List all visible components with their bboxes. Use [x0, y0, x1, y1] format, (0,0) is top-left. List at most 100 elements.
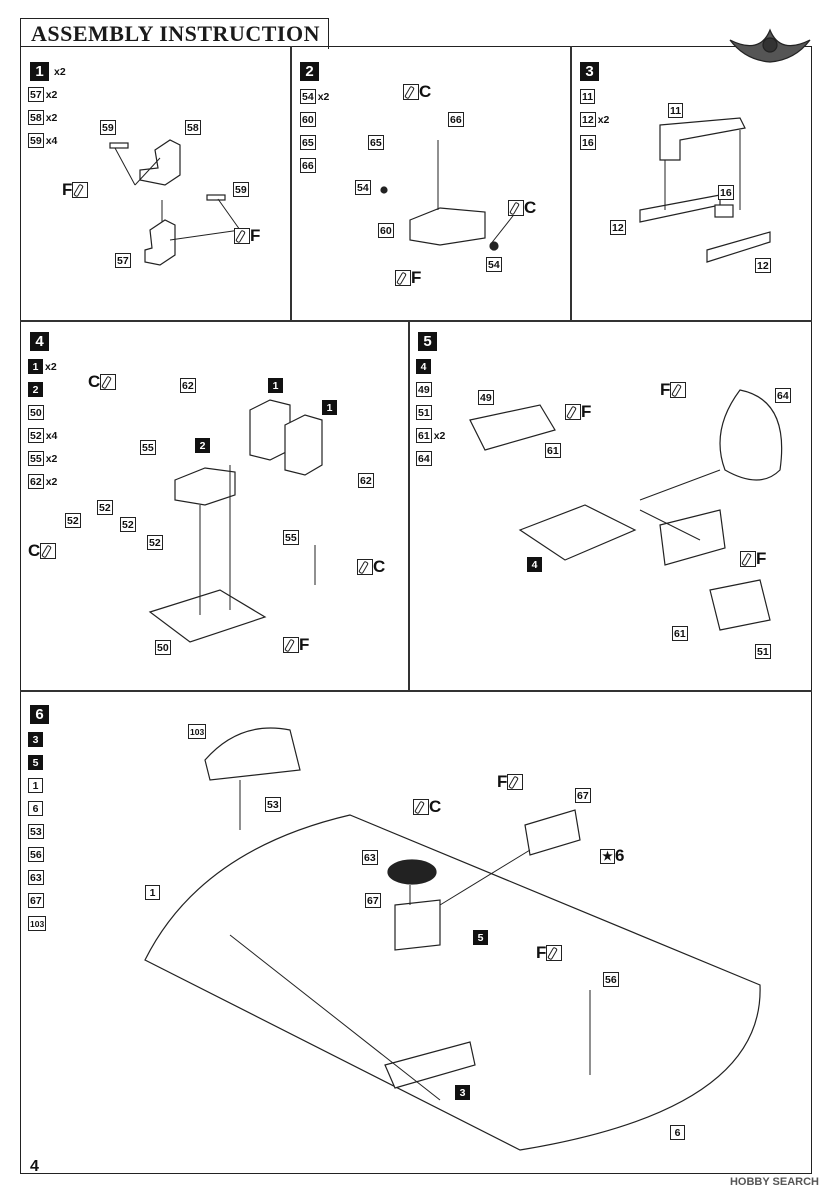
callout: 57 [115, 253, 131, 268]
step-3-number: 3 [580, 62, 599, 81]
callout: 12 [610, 220, 626, 235]
step-5-number: 5 [418, 332, 437, 351]
step-4-part-4: 52 [28, 428, 44, 443]
step-1-part-2-qty: x2 [45, 88, 58, 101]
decal-callout: ★6 [600, 846, 624, 866]
paint-code: C [419, 82, 432, 101]
step-4-part-2: 2 [28, 382, 43, 397]
paint-callout: F [283, 635, 309, 655]
step-6-part-6: 56 [28, 847, 44, 862]
paint-callout: F [660, 380, 687, 400]
callout: 55 [140, 440, 156, 455]
paint-code: C [373, 557, 386, 576]
step-5-part-3: 51 [416, 405, 432, 420]
callout: 67 [365, 893, 381, 908]
paint-callout: F [536, 943, 563, 963]
callout: 59 [100, 120, 116, 135]
step-4-number: 4 [30, 332, 49, 351]
callout: 59 [233, 182, 249, 197]
paint-callout: C [357, 557, 385, 577]
divider-h1 [20, 320, 812, 322]
paint-code: F [660, 380, 671, 399]
callout: 55 [283, 530, 299, 545]
brush-icon [546, 945, 563, 961]
callout: 52 [97, 500, 113, 515]
step-2-part-3: 65 [300, 135, 316, 150]
step-1-part-1-qty: x2 [54, 65, 66, 78]
paint-code: F [536, 943, 547, 962]
step-1-part-4-qty: x4 [45, 134, 58, 147]
callout: 61 [672, 626, 688, 641]
owl-logo-icon [729, 28, 811, 63]
brush-icon [740, 551, 756, 567]
step-4-part-3: 50 [28, 405, 44, 420]
step-3-part-1: 11 [580, 89, 596, 104]
callout: 65 [368, 135, 384, 150]
paint-code: C [524, 198, 537, 217]
paint-callout: C [403, 82, 431, 102]
paint-code: F [299, 635, 310, 654]
brush-icon [234, 228, 250, 244]
brush-icon [507, 774, 524, 790]
step-4-part-1: 1 [28, 359, 43, 374]
brush-icon [670, 382, 687, 398]
callout: 52 [147, 535, 163, 550]
step-4-part-1-qty: x2 [45, 360, 57, 373]
divider-v2 [570, 46, 572, 320]
decal-star-icon: ★ [600, 848, 615, 864]
step-4-part-4-qty: x4 [45, 429, 58, 442]
watermark: HOBBY SEARCH [729, 1176, 819, 1188]
callout: 53 [265, 797, 281, 812]
callout: 1 [322, 400, 337, 415]
paint-code: C [429, 797, 442, 816]
callout: 1 [145, 885, 160, 900]
callout: 51 [755, 644, 771, 659]
step-4-part-6: 62 [28, 474, 44, 489]
callout: 103 [188, 724, 207, 739]
callout: 5 [473, 930, 488, 945]
paint-code: F [581, 402, 592, 421]
step-5-part-5: 64 [416, 451, 432, 466]
step-6-part-4: 6 [28, 801, 43, 816]
step-4-part-5-qty: x2 [45, 452, 58, 465]
instruction-frame [20, 46, 812, 1174]
step-6-part-1: 3 [28, 732, 43, 747]
step-3-part-2: 12 [580, 112, 596, 127]
callout: 52 [120, 517, 136, 532]
step-3-part-3: 16 [580, 135, 596, 150]
decal-number: 6 [615, 846, 625, 865]
paint-callout: F [234, 226, 260, 246]
step-5-part-4-qty: x2 [433, 429, 446, 442]
callout: 62 [180, 378, 196, 393]
step-1-part-3: 58 [28, 110, 44, 125]
paint-code: F [756, 549, 767, 568]
paint-code: C [28, 541, 41, 560]
brush-icon [72, 182, 89, 198]
callout: 62 [358, 473, 374, 488]
callout: 54 [355, 180, 371, 195]
step-6-part-3: 1 [28, 778, 43, 793]
callout: 50 [155, 640, 171, 655]
brush-icon [395, 270, 411, 286]
paint-code: F [497, 772, 508, 791]
paint-code: F [250, 226, 261, 245]
step-1-part-4: 59 [28, 133, 44, 148]
callout: 2 [195, 438, 210, 453]
step-3-part-2-qty: x2 [597, 113, 610, 126]
callout: 63 [362, 850, 378, 865]
step-1-number: 1 [30, 62, 49, 81]
paint-callout: C [508, 198, 536, 218]
brush-icon [357, 559, 373, 575]
brush-icon [565, 404, 581, 420]
paint-callout: F [395, 268, 421, 288]
page-title: ASSEMBLY INSTRUCTION [31, 21, 320, 46]
step-5-part-4: 61 [416, 428, 432, 443]
paint-callout: C [413, 797, 441, 817]
callout: 64 [775, 388, 791, 403]
paint-code: F [411, 268, 422, 287]
step-2-part-4: 66 [300, 158, 316, 173]
